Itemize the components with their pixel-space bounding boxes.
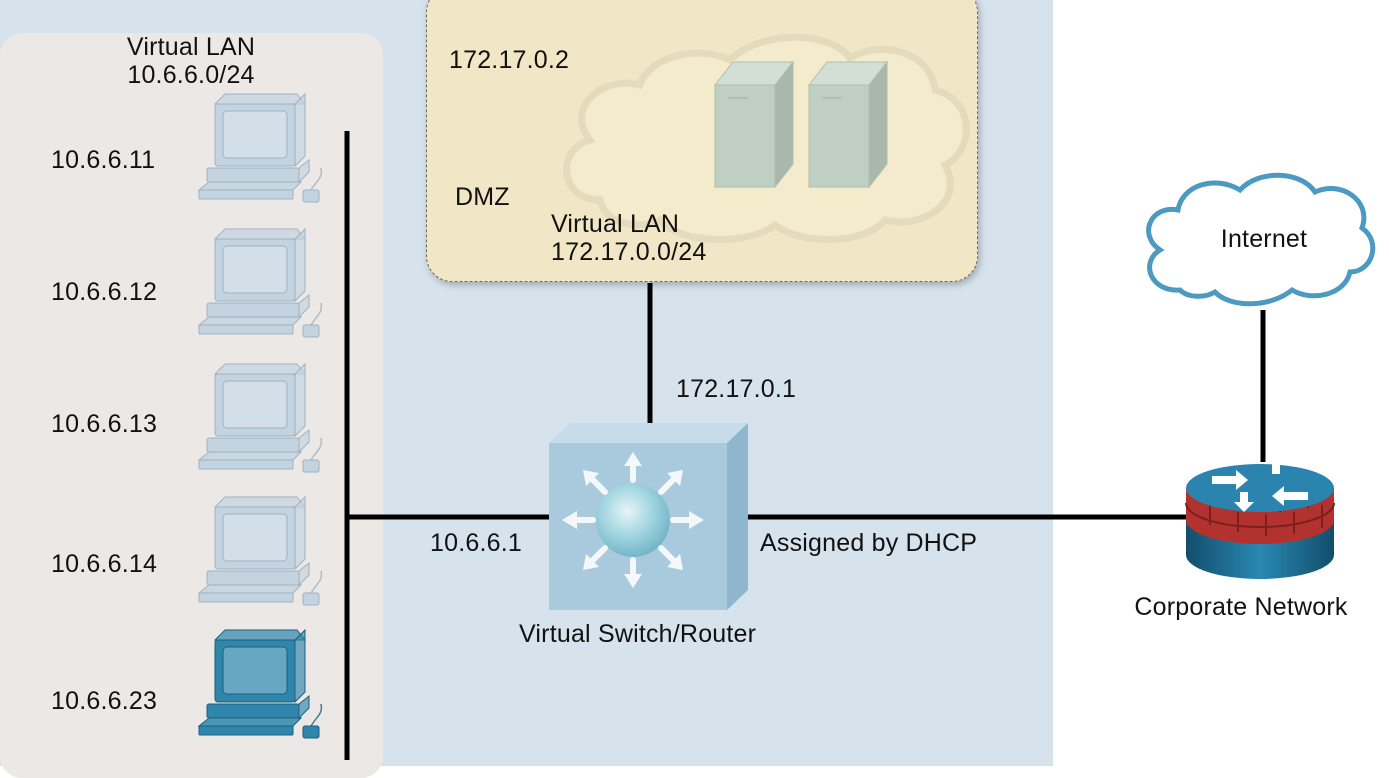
virtual-lan-title: Virtual LAN 10.6.6.0/24 <box>96 33 286 89</box>
multilayer-switch-icon <box>549 423 748 610</box>
host-ip-label: 10.6.6.13 <box>51 410 158 438</box>
server-icon <box>713 60 795 189</box>
dmz-lan-title: Virtual LAN <box>551 210 680 238</box>
host-ip-label: 10.6.6.14 <box>51 550 158 578</box>
desktop-pc-icon <box>198 629 323 739</box>
cloud-icon <box>1146 172 1376 307</box>
dmz-lan-label: Virtual LAN 172.17.0.0/24 <box>551 210 707 266</box>
corporate-network-label: Corporate Network <box>1134 593 1348 621</box>
desktop-pc-icon <box>198 93 323 203</box>
dmz-label: DMZ <box>455 183 510 211</box>
switch-lan-interface-ip: 10.6.6.1 <box>430 529 522 557</box>
firewall-router-icon <box>1185 452 1335 579</box>
virtual-lan-panel <box>0 33 383 778</box>
dmz-lan-subnet: 172.17.0.0/24 <box>551 238 707 266</box>
desktop-pc-icon <box>198 228 323 338</box>
internet-label: Internet <box>1220 225 1308 253</box>
dmz-server-ip: 172.17.0.2 <box>449 46 570 74</box>
host-ip-label: 10.6.6.23 <box>51 687 158 715</box>
desktop-pc-icon <box>198 496 323 606</box>
host-ip-label: 10.6.6.12 <box>51 278 158 306</box>
switch-wan-interface-label: Assigned by DHCP <box>760 529 978 557</box>
server-icon <box>807 60 889 189</box>
virtual-lan-subnet: 10.6.6.0/24 <box>127 61 255 89</box>
host-ip-label: 10.6.6.11 <box>51 146 156 174</box>
virtual-lan-title-line1: Virtual LAN <box>126 33 256 61</box>
switch-dmz-interface-ip: 172.17.0.1 <box>676 375 797 403</box>
desktop-pc-icon <box>198 363 323 473</box>
switch-label: Virtual Switch/Router <box>519 620 757 648</box>
